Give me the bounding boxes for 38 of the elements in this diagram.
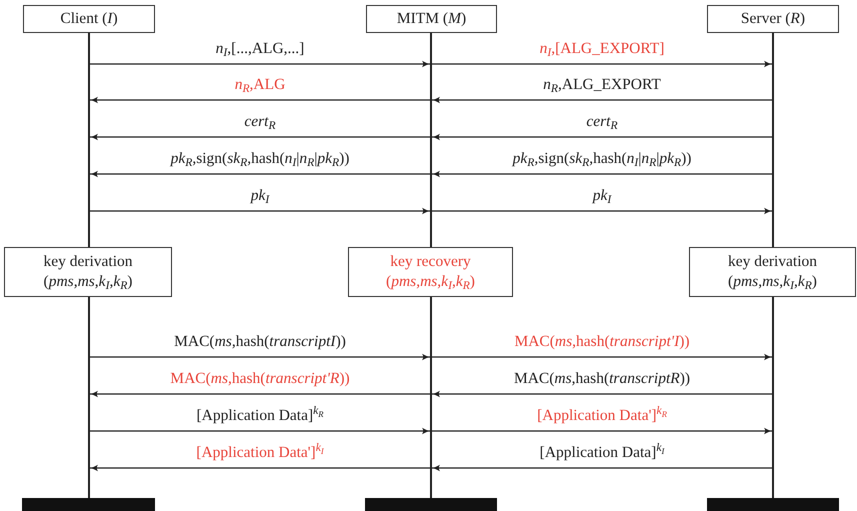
message-label: pk$_{I}$ — [250, 186, 270, 206]
message-label: cert$_{R}$ — [244, 112, 276, 132]
message-label: pk$_{R}$,sign(sk$_{R}$,hash(n$_{I}$|n$_{R}$|pk$_{R}$)) — [512, 149, 692, 169]
message-label: MAC(ms,hash(transcript'I)) — [514, 332, 690, 352]
lifeline — [430, 297, 432, 498]
participant-box — [366, 5, 497, 33]
box-text: Client (I) — [60, 9, 118, 29]
box-text: MITM (M) — [396, 9, 466, 29]
lifeline — [88, 297, 90, 498]
lifeline — [430, 33, 432, 247]
lifeline-end-bar — [365, 498, 497, 511]
message-label: MAC(ms,hash(transcriptR)) — [514, 369, 690, 389]
message-label: MAC(ms,hash(transcriptI)) — [174, 332, 346, 352]
lifeline-end-bar — [22, 498, 155, 511]
process-box — [4, 247, 172, 297]
message-label: n$_{R}$,ALG — [234, 75, 286, 95]
box-title: key derivation — [43, 252, 133, 272]
lifeline — [772, 33, 774, 247]
box-title: key recovery — [390, 252, 471, 272]
message-label: MAC(ms,hash(transcript'R)) — [170, 369, 350, 389]
message-label: pk$_{I}$ — [592, 186, 612, 206]
lifeline — [88, 33, 90, 247]
message-label: n$_{I}$,[ALG_EXPORT] — [540, 39, 664, 59]
process-box — [348, 247, 513, 297]
box-title: key derivation — [728, 252, 818, 272]
box-text: (pms,ms,k$_{I}$,k$_{R}$) — [728, 272, 817, 292]
process-box — [689, 247, 856, 297]
lifeline-end-bar — [707, 498, 839, 511]
message-label: pk$_{R}$,sign(sk$_{R}$,hash(n$_{I}$|n$_{R}$|pk$_{R}$)) — [170, 149, 350, 169]
message-label: n$_{I}$,[...,ALG,...] — [216, 39, 304, 59]
lifeline — [772, 297, 774, 498]
message-label: cert$_{R}$ — [586, 112, 618, 132]
message-label: n$_{R}$,ALG_EXPORT — [543, 75, 661, 95]
participant-box — [707, 5, 839, 33]
box-text: (pms,ms,k$_{I}$,k$_{R}$) — [44, 272, 132, 292]
box-text: Server (R) — [740, 9, 806, 29]
participant-box — [23, 5, 155, 33]
box-text: (pms,ms,k$_{I}$,k$_{R}$) — [386, 272, 475, 292]
